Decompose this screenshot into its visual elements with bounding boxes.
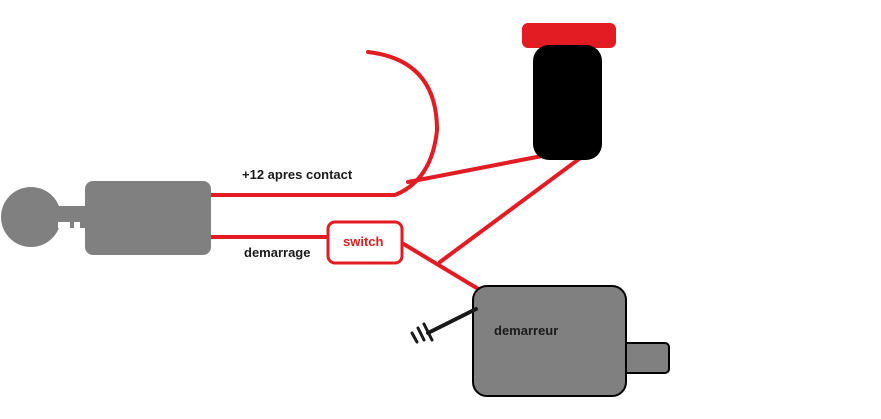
button-body — [533, 45, 602, 160]
switch-label: switch — [343, 234, 384, 249]
start-wire-label: demarrage — [244, 245, 310, 260]
switch-box — [326, 220, 404, 265]
starter-motor-icon — [426, 285, 670, 397]
button-cap — [522, 23, 616, 48]
ground-strap — [426, 307, 478, 335]
starter-body — [472, 285, 627, 397]
ignition-to-button-wire — [406, 154, 544, 184]
switch-to-starter-wire — [400, 241, 482, 292]
push-button-icon — [522, 23, 616, 160]
starter-label: demarreur — [494, 323, 558, 338]
key-head — [1, 187, 61, 247]
ignition-wire-label: +12 apres contact — [242, 167, 353, 182]
ignition-wire — [208, 50, 440, 197]
ignition-lock-icon — [85, 181, 211, 255]
wires — [208, 50, 585, 292]
key-notch — [74, 222, 80, 228]
ground-icon — [410, 322, 434, 344]
button-to-starter-wire — [438, 154, 585, 264]
key-icon — [1, 187, 92, 247]
key-notch — [58, 222, 70, 228]
